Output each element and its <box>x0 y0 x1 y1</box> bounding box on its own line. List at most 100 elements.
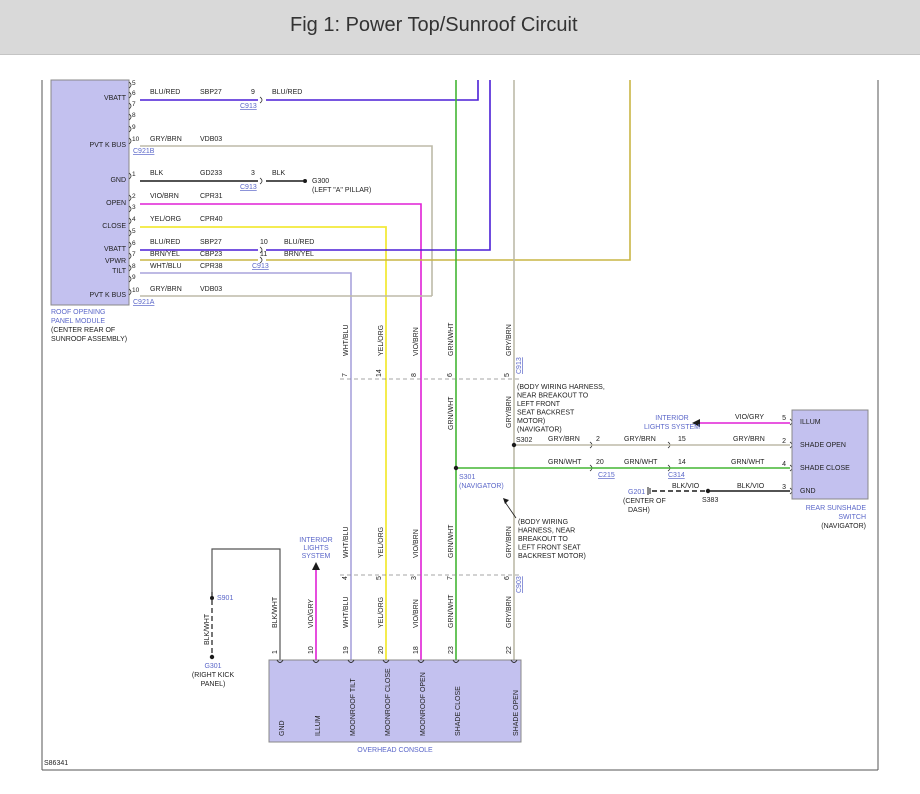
pin-connector-chevron <box>128 137 132 145</box>
inline-connector-chevron <box>259 96 263 104</box>
figure-title: Fig 1: Power Top/Sunroof Circuit <box>290 14 578 36</box>
switch-pin-label: GND <box>800 488 816 495</box>
wire-color-label: BLU/RED <box>150 239 180 246</box>
pin-connector-chevron <box>128 205 132 213</box>
switch-name: SWITCH <box>838 514 866 521</box>
wire-color-label: YEL/ORG <box>378 527 385 558</box>
wire-color-label: VIO/BRN <box>150 193 179 200</box>
pin-number: 9 <box>132 124 136 131</box>
harness-note-2-arrow <box>503 498 509 504</box>
pin-label-vbatt: VBATT <box>104 95 127 102</box>
console-pin-chevron <box>312 659 320 663</box>
wire-color-label: GRN/WHT <box>448 396 455 430</box>
wire-color-label: GRY/BRN <box>733 436 765 443</box>
inline-connector-chevron <box>259 177 263 185</box>
circuit-label: SBP27 <box>200 239 222 246</box>
console-pin-chevron <box>347 659 355 663</box>
interior-lights-arrow <box>692 419 700 427</box>
wire-color-label: GRN/WHT <box>548 459 582 466</box>
ground-g201-location: DASH) <box>628 507 650 514</box>
ground-g301-label: G301 <box>204 663 221 670</box>
connector-pin-number: 5 <box>504 373 511 377</box>
connector-pin-number: 8 <box>411 373 418 377</box>
splice-s901-dot <box>210 596 214 600</box>
circuit-label: SBP27 <box>200 89 222 96</box>
console-pin-chevron <box>276 659 284 663</box>
console-pin-label: SHADE CLOSE <box>455 686 462 736</box>
pin-number: 6 <box>132 90 136 97</box>
connector-c215[interactable]: C215 <box>598 472 615 479</box>
wire-color-label: VIO/GRY <box>308 599 315 628</box>
wire-color-label: BLK <box>150 170 164 177</box>
connector-c921b[interactable]: C921B <box>133 148 155 155</box>
connector-c913[interactable]: C913 <box>252 263 269 270</box>
pin-connector-chevron <box>128 125 132 133</box>
wire-yel-org <box>140 226 387 660</box>
console-pin-number: 10 <box>308 646 315 654</box>
harness-note: (NAVIGATOR) <box>517 427 562 434</box>
figure-header: Fig 1: Power Top/Sunroof Circuit <box>0 0 920 55</box>
connector-pin-number: 7 <box>342 373 349 377</box>
harness-note: NEAR BREAKOUT TO <box>517 393 589 400</box>
wire-color-label: YEL/ORG <box>378 597 385 628</box>
wire-color-label: GRY/BRN <box>548 436 580 443</box>
pin-connector-chevron <box>128 102 132 110</box>
splice-s301-dot <box>453 465 459 471</box>
interior-lights-label: LIGHTS <box>303 545 329 552</box>
console-name: OVERHEAD CONSOLE <box>357 747 433 754</box>
splice-s901-label: S901 <box>217 595 233 602</box>
console-pin-chevron <box>382 659 390 663</box>
wire-color-label: VIO/BRN <box>413 327 420 356</box>
circuit-label: GD233 <box>200 170 222 177</box>
wire-color-label: BLK/VIO <box>737 483 765 490</box>
connector-c913[interactable]: C913 <box>240 103 257 110</box>
connector-c921a[interactable]: C921A <box>133 299 155 306</box>
wire-color-label: VIO/BRN <box>413 599 420 628</box>
harness-note: (BODY WIRING <box>518 519 568 526</box>
wire-color-label: GRY/BRN <box>150 286 182 293</box>
wire-color-label: GRY/BRN <box>624 436 656 443</box>
wire-color-label: GRY/BRN <box>506 526 513 558</box>
switch-pin-number: 5 <box>782 415 786 422</box>
connector-c913[interactable]: C913 <box>240 184 257 191</box>
harness-note: HARNESS, NEAR <box>518 528 575 535</box>
connector-c913[interactable]: C913 <box>516 357 523 374</box>
pin-label-vbatt-2: VBATT <box>104 246 127 253</box>
connector-pin-number: 20 <box>596 459 604 466</box>
switch-pin-label: ILLUM <box>800 419 821 426</box>
wire-color-label: GRY/BRN <box>506 596 513 628</box>
harness-note: LEFT FRONT SEAT <box>518 545 581 552</box>
wire-color-label: BLU/RED <box>272 89 302 96</box>
figure-id: S86341 <box>44 760 68 767</box>
pin-connector-chevron <box>128 229 132 237</box>
console-pin-number: 19 <box>343 646 350 654</box>
wire-color-label: WHT/BLU <box>343 597 350 629</box>
connector-c314[interactable]: C314 <box>668 472 685 479</box>
harness-note: MOTOR) <box>517 418 545 425</box>
connector-pin-number: 9 <box>251 89 255 96</box>
pin-connector-chevron <box>128 275 132 283</box>
wire-color-label: GRN/WHT <box>448 594 455 628</box>
connector-pin-number: 2 <box>596 436 600 443</box>
pin-connector-chevron <box>128 288 132 296</box>
wire-color-label: BLK/WHT <box>272 596 279 628</box>
switch-pin-number: 3 <box>782 484 786 491</box>
circuit-label: CBP23 <box>200 251 222 258</box>
connector-c903[interactable]: C903 <box>516 576 523 593</box>
wire-blu-red-lower-out <box>266 80 491 251</box>
ground-g201-label: G201 <box>628 489 645 496</box>
module-location-line: SUNROOF ASSEMBLY) <box>51 336 127 343</box>
wire-color-label: GRY/BRN <box>506 324 513 356</box>
connector-pin-number: 6 <box>504 576 511 580</box>
pin-connector-chevron <box>128 217 132 225</box>
overhead-console <box>268 659 522 743</box>
pin-connector-chevron <box>128 264 132 272</box>
switch-pin-label: SHADE OPEN <box>800 442 846 449</box>
splice-s383-dot <box>705 488 711 494</box>
wire-color-label: YEL/ORG <box>150 216 181 223</box>
wire-blu-red-top-out <box>266 80 479 101</box>
connector-pin-number: 11 <box>260 251 267 258</box>
interior-lights-label: LIGHTS SYSTEM <box>644 424 700 431</box>
wire-color-label: BLK/WHT <box>204 613 211 645</box>
ground-g300-dot <box>303 179 307 183</box>
